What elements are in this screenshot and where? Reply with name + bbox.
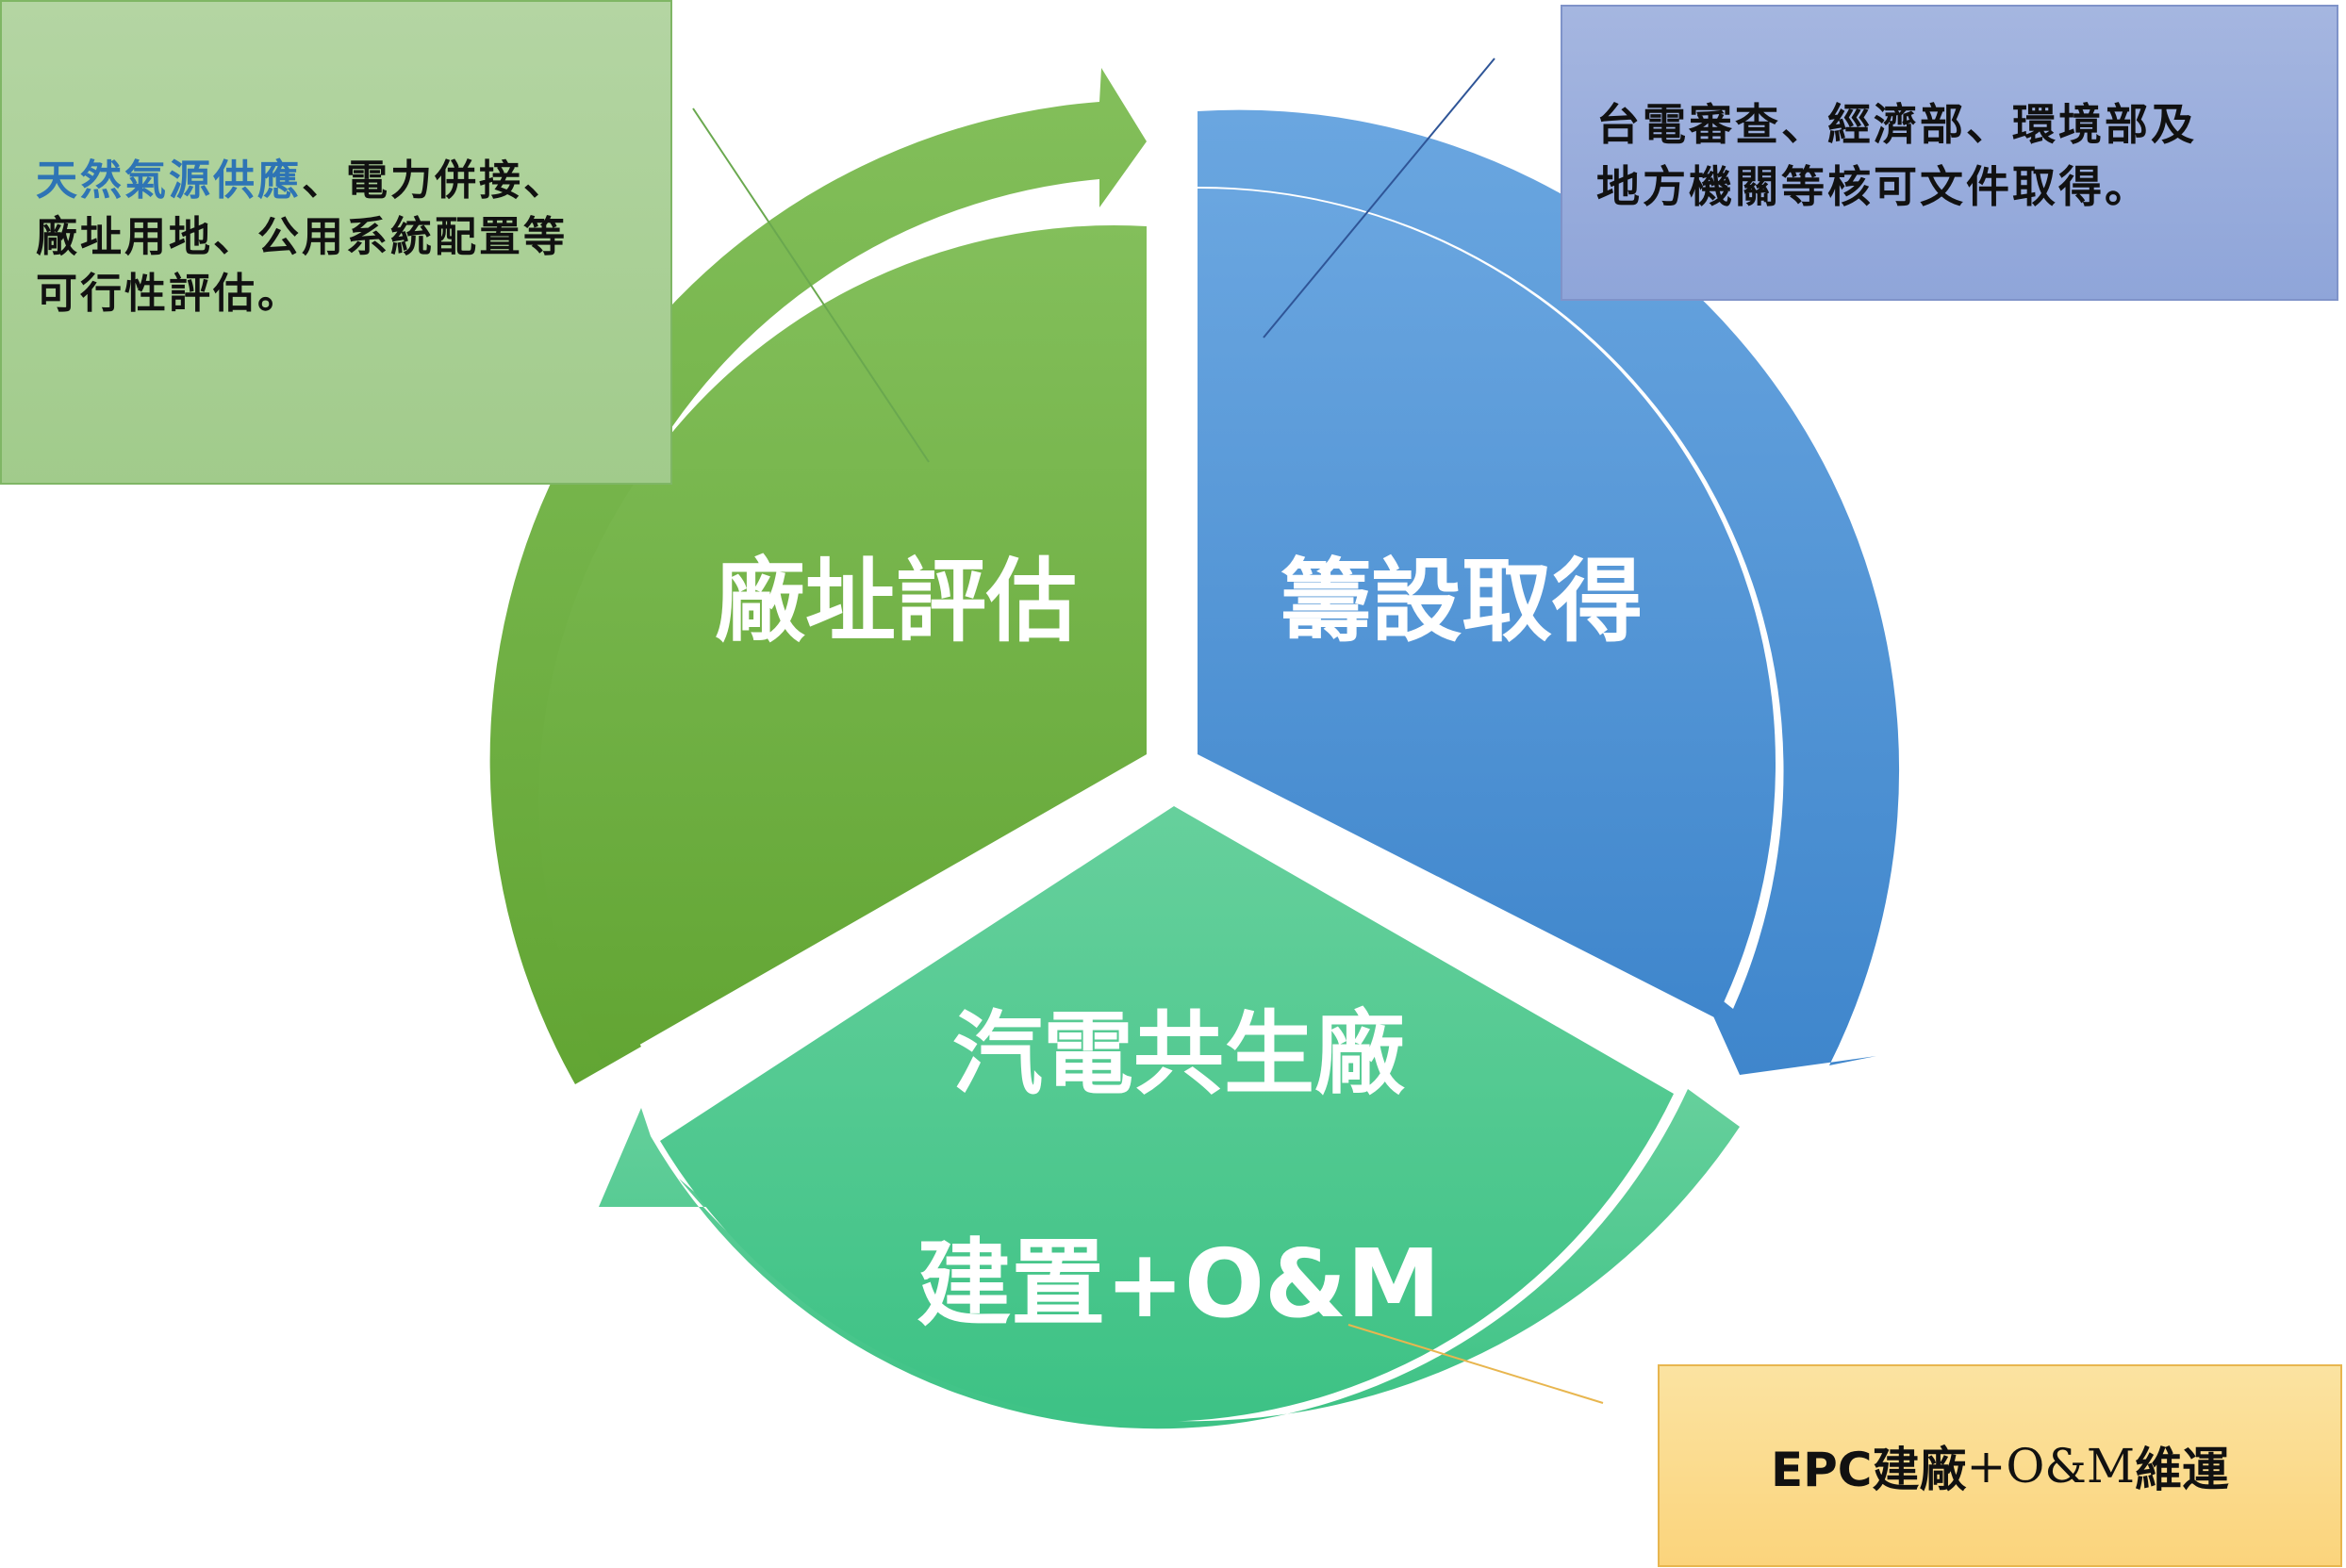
callout-blue-line2: 地方機關等核可文件取得。 <box>1596 161 2151 212</box>
leader-line-blue <box>1263 58 1495 338</box>
callout-yellow-suffix: 維運 <box>2135 1442 2230 1497</box>
segment-permit-arc <box>1198 109 1900 1075</box>
segment-site-label: 廠址評估 <box>715 549 1077 654</box>
callout-green-line3: 可行性評估。 <box>36 270 302 318</box>
callout-green-line1-rest: 、電力併接、 <box>302 157 568 205</box>
segment-plant-label-line2: 建置+O&M <box>917 1229 1441 1339</box>
segment-permit-body <box>1198 188 1776 1018</box>
segment-site <box>489 68 1147 1084</box>
leader-line-green <box>692 107 930 463</box>
segment-permit-label: 籌設取得 <box>1280 549 1643 654</box>
callout-yellow-middle: +O&M <box>1966 1438 2136 1494</box>
segment-site-arc <box>489 68 1147 1084</box>
segment-plant-label-line1: 汽電共生廠 <box>952 1001 1405 1107</box>
callout-blue-line1: 台電審查、經濟部、環境部及 <box>1596 99 2197 150</box>
callout-green-highlight: 天然氣源供應 <box>36 157 302 205</box>
callout-green-line1: 天然氣源供應、電力併接、 <box>36 153 642 209</box>
segment-site-body <box>538 225 1147 1065</box>
segment-permit <box>1198 109 1900 1075</box>
callout-permit: 台電審查、經濟部、環境部及 地方機關等核可文件取得。 <box>1561 5 2338 301</box>
callout-green-line2: 廠址用地、公用系統配置等 <box>36 213 568 261</box>
segment-plant-body <box>660 806 1674 1422</box>
leader-line-yellow <box>1347 1324 1604 1404</box>
callout-site-evaluation: 天然氣源供應、電力併接、 廠址用地、公用系統配置等 可行性評估。 <box>0 0 672 485</box>
segment-plant <box>599 806 1740 1429</box>
callout-yellow-prefix: EPC建廠 <box>1770 1442 1967 1497</box>
